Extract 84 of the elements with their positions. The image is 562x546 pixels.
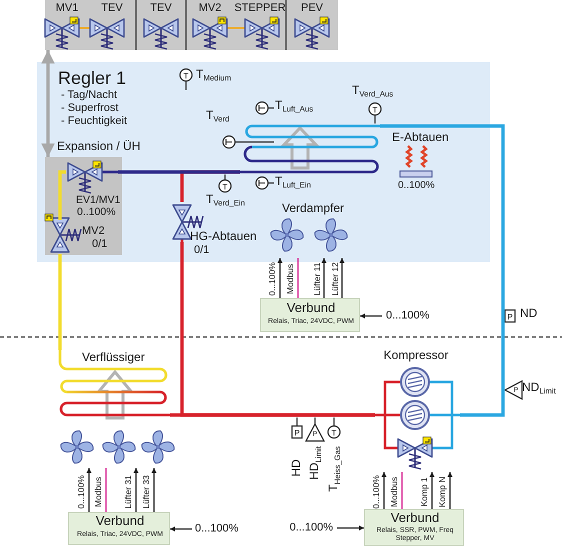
bus-line [297, 258, 299, 298]
signal-label: Lüfter 31 [124, 475, 134, 509]
signal-label: Modbus [390, 476, 400, 508]
section-heading: Verflüssiger [82, 351, 145, 365]
panel-title: Regler 1 [58, 68, 126, 89]
valve-type-label: MV2 [198, 2, 222, 15]
valve-type-label: PEV [301, 2, 323, 15]
valve-panel [137, 0, 185, 50]
valve-type-label: MV1 [56, 2, 78, 15]
signal-arrow [133, 468, 139, 512]
output-module [364, 509, 464, 546]
value-label: 0/1 [194, 244, 210, 257]
sensor-letter: P [294, 428, 300, 438]
output-module [260, 298, 360, 332]
sensor-letter: T [372, 104, 378, 114]
value-label: 0..100% [398, 180, 435, 192]
signal-arrow [381, 472, 387, 509]
sensor-letter: T [332, 428, 336, 438]
signal-label: 0...100% [386, 310, 430, 322]
signal-arrow [337, 525, 364, 531]
module-title: Verbund [286, 301, 336, 316]
sensor-label: T$_{Verd_Aus}$ [352, 84, 394, 98]
section-heading: Kompressor [384, 349, 448, 363]
sensor-label: T$_{Verd}$ [206, 109, 230, 123]
signal-label: 0...100% [290, 522, 333, 534]
signal-arrow [170, 526, 192, 532]
signal-label: 0...100% [268, 262, 278, 296]
signal-label: Komp N [438, 476, 448, 508]
sensor-label: T$_{Verd_Ein}$ [206, 193, 245, 207]
signal-label: Lüfter 33 [142, 475, 152, 509]
signal-label: 0...100% [77, 475, 87, 509]
signal-arrow [429, 472, 435, 509]
signal-label: 0...100% [195, 522, 238, 536]
signal-arrow [360, 313, 382, 319]
valve-panel [45, 0, 135, 50]
section-heading: Expansion / ÜH [57, 140, 140, 154]
valve-label: EV1/MV1 [76, 194, 120, 206]
sensor-label: HD [290, 459, 304, 477]
valve-type-label: TEV [101, 2, 123, 15]
valve-type-label: STEPPER [234, 2, 286, 15]
valve-panel [187, 0, 285, 50]
signal-arrow [339, 258, 345, 298]
sensor-letter: T [222, 182, 228, 192]
output-module [68, 512, 170, 545]
signal-arrow [277, 258, 283, 298]
refrigerant-pipe [180, 242, 375, 417]
sensor-letter: T [184, 70, 188, 80]
sensor-label: ND [520, 307, 538, 321]
feature-item: - Feuchtigkeit [61, 115, 128, 128]
value-label: 0/1 [92, 238, 108, 251]
signal-label: 0...100% [372, 475, 382, 509]
valve-label: HG-Abtauen [190, 230, 257, 244]
signal-arrow [447, 472, 453, 509]
signal-arrow [151, 468, 157, 512]
feature-item: - Tag/Nacht [61, 89, 118, 102]
refrigerant-pipe [380, 124, 505, 417]
valve-label: MV2 [82, 225, 105, 238]
sensor-label: ND$_{Limit}$ [522, 381, 556, 395]
signal-arrow [86, 468, 92, 512]
value-label: 0..100% [77, 206, 116, 218]
signal-label: Lüfter 11 [313, 262, 323, 296]
valve-panel [287, 0, 338, 50]
module-title: Verbund [390, 511, 440, 526]
sensor-label: T$_{Medium}$ [196, 68, 232, 82]
signal-label: Komp 1 [420, 477, 430, 507]
bus-line [105, 468, 107, 512]
bus-line [401, 472, 403, 509]
double-arrow [41, 50, 55, 157]
sensor-label: T$_{Luft_Aus}$ [275, 99, 314, 113]
signal-label: Lüfter 12 [331, 262, 341, 296]
module-title: Verbund [96, 514, 144, 529]
signal-label: Modbus [94, 476, 104, 508]
signal-arrow [321, 258, 327, 298]
section-heading: E-Abtauen [392, 131, 449, 145]
refrigerant-pipe [58, 254, 62, 350]
refrigerant-pipe [118, 170, 240, 174]
refrigerant-pipe [58, 170, 66, 220]
signal-label: Modbus [286, 264, 296, 294]
controller-panel [37, 62, 490, 262]
section-heading: Verdampfer [282, 202, 344, 216]
sensor-label: T$_{Luft_Ein}$ [275, 175, 311, 189]
valve-type-label: TEV [150, 2, 172, 15]
sensor-letter: P [507, 312, 513, 322]
feature-item: - Superfrost [61, 102, 118, 115]
